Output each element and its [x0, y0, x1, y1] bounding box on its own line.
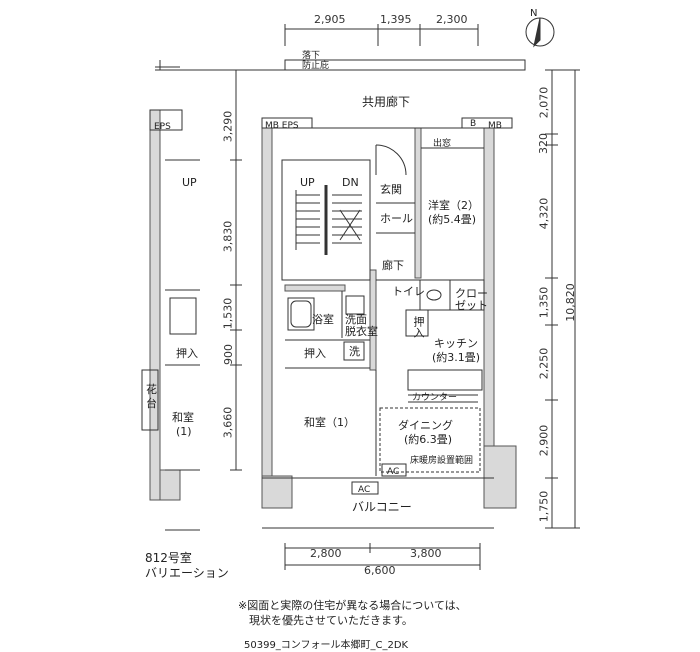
corridor-label: 共用廊下: [362, 95, 411, 109]
dim-right-7: 1,750: [537, 490, 551, 523]
closet-label-1: クロー: [455, 287, 488, 300]
washroom-label-2: 脱衣室: [345, 325, 378, 338]
stair-dn-label: DN: [342, 176, 359, 189]
storage-label: 押入: [412, 316, 425, 338]
mb-label: MB: [488, 121, 502, 131]
neighbor-stair-up-label: UP: [182, 176, 197, 189]
dim-right-total: 10,820: [563, 283, 577, 322]
neighbor-room-label-2: (1): [176, 425, 192, 438]
variation-label: バリエーション: [145, 566, 229, 580]
neighbor-kadai-label-1: 花: [146, 383, 157, 396]
dim-left-2: 3,830: [221, 220, 235, 253]
ac-label-balcony: AC: [358, 485, 371, 495]
stair-up-label: UP: [300, 176, 315, 189]
eps-left-label: EPS: [154, 122, 171, 132]
dining-size: (約6.3畳): [404, 433, 453, 446]
hall-label: ホール: [380, 212, 413, 225]
bath-label: 浴室: [312, 313, 334, 326]
neighbor-room-label-1: 和室: [172, 411, 194, 424]
dim-right-3: 4,320: [537, 197, 551, 230]
toilet-label: トイレ: [392, 285, 425, 298]
neighbor-oshi-label: 押入: [176, 347, 198, 360]
western-room-size: (約5.4畳): [428, 213, 477, 226]
entrance-label: 玄関: [380, 183, 402, 196]
dim-left-3: 1,530: [221, 297, 235, 330]
dim-top-1: 2,905: [314, 13, 346, 26]
oshi-label: 押入: [304, 347, 326, 360]
dim-bottom-total: 6,600: [364, 564, 396, 577]
dim-top-3: 2,300: [436, 13, 468, 26]
hallway-label: 廊下: [382, 259, 404, 272]
floor-heating-label: 床暖房設置範囲: [410, 456, 474, 466]
washroom-label-1: 洗面: [345, 313, 367, 326]
dim-left-1: 3,290: [221, 110, 235, 143]
fall-protection-label-2: 防止庇: [302, 61, 330, 71]
kitchen-label: キッチン: [434, 337, 478, 350]
dim-left-5: 3,660: [221, 406, 235, 439]
dining-label: ダイニング: [398, 419, 453, 432]
dim-top-2: 1,395: [380, 13, 412, 26]
bay-window-label: 出窓: [433, 139, 452, 149]
closet-label-2: ゼット: [455, 299, 488, 312]
b-label: B: [470, 119, 477, 129]
dim-right-2: 320: [537, 133, 550, 154]
footer-id: 50399_コンフォール本郷町_C_2DK: [244, 640, 409, 651]
dim-left-4: 900: [222, 344, 235, 365]
unit-number: 812号室: [145, 551, 192, 565]
dim-right-1: 2,070: [537, 86, 551, 119]
wash-machine-label: 洗: [349, 345, 360, 358]
neighbor-kadai-label-2: 台: [146, 397, 157, 410]
kitchen-size: (約3.1畳): [432, 351, 481, 364]
fall-protection-label-1: 落下: [302, 51, 321, 61]
western-room-label: 洋室（2）: [428, 199, 479, 212]
disclaimer-line-2: 現状を優先させていただきます。: [238, 614, 413, 627]
counter-label: カウンター: [412, 393, 458, 403]
dim-right-4: 1,350: [537, 286, 551, 319]
mb-eps-label: MB EPS: [265, 121, 299, 131]
dim-bottom-1: 2,800: [310, 547, 342, 560]
ac-label-dining: AC: [387, 467, 400, 477]
disclaimer-line-1: ※図面と実際の住宅が異なる場合については、: [238, 599, 467, 612]
dim-bottom-2: 3,800: [410, 547, 442, 560]
dim-right-5: 2,250: [537, 347, 551, 380]
dim-right-6: 2,900: [537, 424, 551, 457]
north-arrow-icon: N: [530, 8, 538, 19]
balcony-label: バルコニー: [352, 500, 412, 514]
japanese-room-label: 和室（1）: [304, 416, 355, 429]
